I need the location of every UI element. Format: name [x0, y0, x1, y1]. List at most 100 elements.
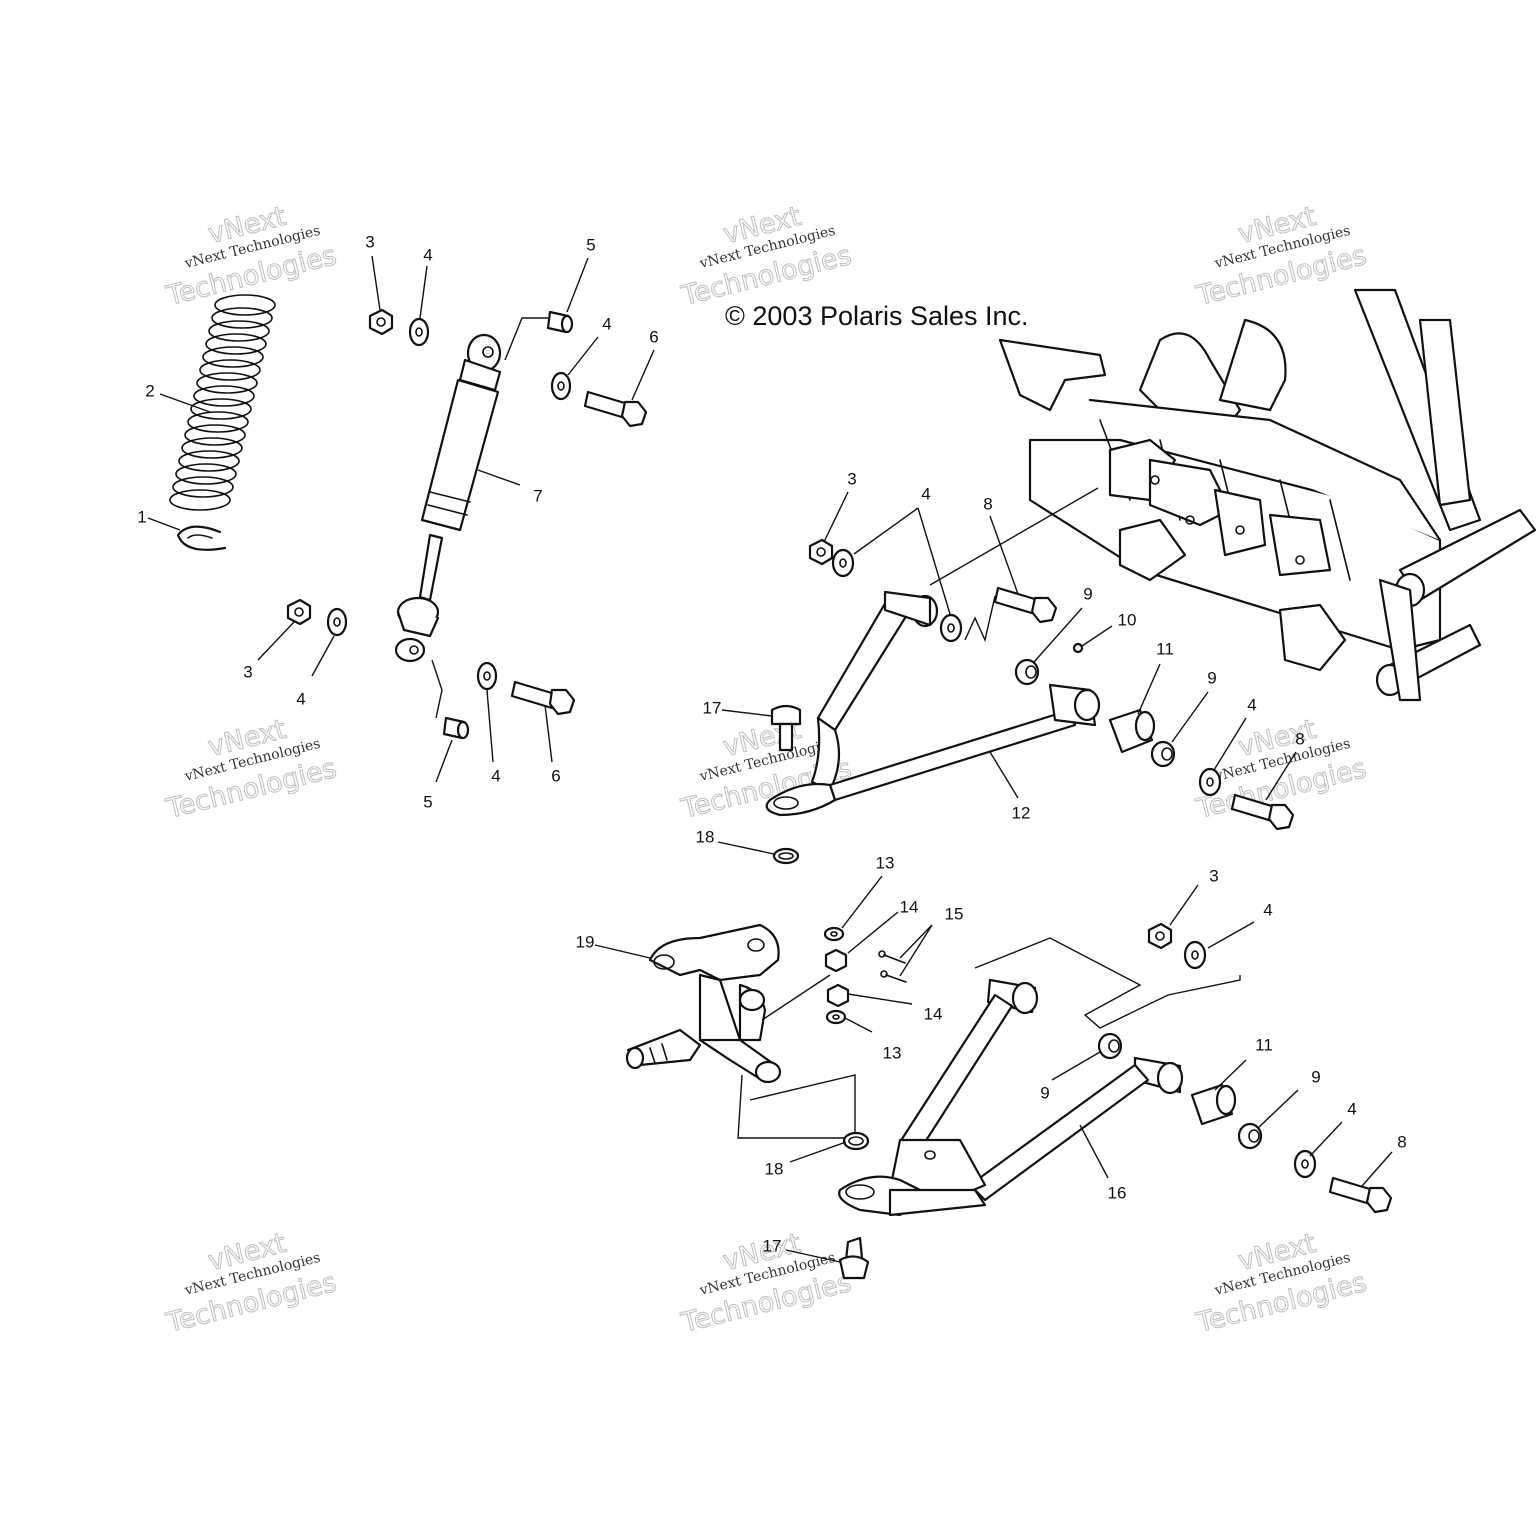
washer-lower-arm-b: [1293, 1149, 1317, 1179]
callout-8: 8: [983, 494, 992, 513]
callout-4: 4: [491, 766, 500, 785]
bushing-cap-upper-b: [1150, 740, 1176, 768]
bolt-upper-shock: [583, 390, 648, 428]
callout-9: 9: [1040, 1083, 1049, 1102]
hex-nut-lower-arm: [1147, 922, 1173, 950]
washer-lower-arm-a: [1183, 940, 1207, 970]
copyright-notice: © 2003 Polaris Sales Inc.: [725, 301, 1029, 331]
cotter-pin-b: [880, 970, 907, 983]
leader-spindle-to-lower-arm: [737, 1074, 856, 1139]
ball-joint-upper: [770, 704, 802, 752]
washer-upper-bolt: [550, 371, 572, 401]
cotter-pin-a: [878, 950, 906, 964]
callout-13: 13: [883, 1043, 902, 1062]
upper-a-arm: [765, 590, 1101, 817]
callout-3: 3: [243, 662, 252, 681]
callout-17: 17: [703, 698, 722, 717]
bolt-upper-arm: [993, 586, 1058, 624]
callout-9: 9: [1207, 668, 1216, 687]
leader-shock-to-bushing: [431, 659, 443, 719]
washer-spindle-bottom: [825, 1009, 847, 1025]
callout-16: 16: [1108, 1183, 1127, 1202]
callout-8: 8: [1295, 729, 1304, 748]
callout-10: 10: [1118, 610, 1137, 629]
bushing-cap-upper-a: [1014, 658, 1040, 686]
washer-upper-arm-b: [939, 613, 963, 643]
callout-7: 7: [533, 486, 542, 505]
callout-2: 2: [145, 381, 154, 400]
bushing-lower-shock: [442, 716, 470, 740]
hex-nut-upper-shock: [368, 308, 394, 336]
callout-5: 5: [586, 235, 595, 254]
callout-numbers: 1 2 3 4 5 4 6 7 3 4 5 4 6 3 4 8 9 10 11 …: [137, 232, 1406, 1255]
callout-4: 4: [1347, 1099, 1356, 1118]
callout-14: 14: [924, 1004, 943, 1023]
castle-nut-top: [824, 948, 848, 973]
snap-ring-upper: [772, 847, 800, 865]
bushing-cap-lower-b: [1237, 1122, 1263, 1150]
callout-1: 1: [137, 507, 146, 526]
callout-4: 4: [1263, 900, 1272, 919]
callout-4: 4: [921, 484, 930, 503]
callout-4: 4: [296, 689, 305, 708]
leader-arm-to-frame: [929, 487, 1099, 586]
washer-spindle-top: [823, 926, 845, 942]
callout-18: 18: [765, 1159, 784, 1178]
vehicle-frame: [998, 288, 1536, 702]
callout-6: 6: [551, 766, 560, 785]
washer-lower-shock: [326, 607, 348, 637]
callout-3: 3: [847, 469, 856, 488]
leader-zigzag-upper-arm: [964, 595, 996, 643]
callout-4: 4: [602, 314, 611, 333]
callout-3: 3: [1209, 866, 1218, 885]
shock-absorber: [394, 333, 502, 663]
callout-13: 13: [876, 853, 895, 872]
coil-spring: [169, 294, 276, 511]
washer-lower-bolt: [476, 661, 498, 691]
callout-12: 12: [1012, 803, 1031, 822]
callout-11: 11: [1156, 639, 1174, 658]
watermark-top-right: vNext vNext Technologies Technologies: [1192, 200, 1370, 312]
callout-11: 11: [1255, 1035, 1273, 1054]
snap-ring-lower: [842, 1131, 870, 1151]
hex-nut-upper-arm: [808, 538, 834, 566]
watermark-top-left: vNext vNext Technologies Technologies: [162, 200, 340, 312]
callout-15: 15: [945, 904, 964, 923]
callout-6: 6: [649, 327, 658, 346]
grease-fitting: [1072, 642, 1084, 654]
bushing-upper-shock: [546, 310, 574, 334]
bolt-upper-arm-rear: [1230, 793, 1295, 831]
washer-upper-arm-a: [831, 548, 855, 578]
lower-a-arm: [838, 978, 1184, 1217]
callout-5: 5: [423, 792, 432, 811]
bolt-lower-shock: [510, 680, 576, 716]
watermark-bottom-right: vNext vNext Technologies Technologies: [1192, 1227, 1370, 1339]
callout-18: 18: [696, 827, 715, 846]
spring-retainer-clip: [176, 525, 227, 551]
callout-leaders: [147, 255, 1393, 1263]
watermark-top-center: vNext vNext Technologies Technologies: [677, 200, 855, 312]
callout-9: 9: [1083, 584, 1092, 603]
callout-3: 3: [365, 232, 374, 251]
sleeve-lower-arm: [1190, 1083, 1237, 1126]
hex-nut-lower-shock: [286, 598, 312, 626]
ball-joint-lower: [838, 1236, 870, 1280]
callout-9: 9: [1311, 1067, 1320, 1086]
callout-14: 14: [900, 897, 919, 916]
watermark-mid-left: vNext vNext Technologies Technologies: [162, 713, 340, 825]
steering-spindle: [625, 923, 782, 1084]
leader-spindle-to-nut: [761, 974, 831, 1021]
callout-17: 17: [763, 1236, 782, 1255]
bushing-cap-lower-a: [1097, 1032, 1123, 1060]
callout-4: 4: [1247, 695, 1256, 714]
callout-8: 8: [1397, 1132, 1406, 1151]
callout-19: 19: [576, 932, 595, 951]
callout-4: 4: [423, 245, 432, 264]
leader-bushing-to-shock: [504, 317, 548, 361]
washer-upper-shock: [408, 317, 430, 347]
washer-upper-arm-c: [1198, 767, 1222, 797]
watermark-bottom-center: vNext vNext Technologies Technologies: [677, 1227, 855, 1339]
sleeve-upper-arm: [1108, 708, 1156, 754]
